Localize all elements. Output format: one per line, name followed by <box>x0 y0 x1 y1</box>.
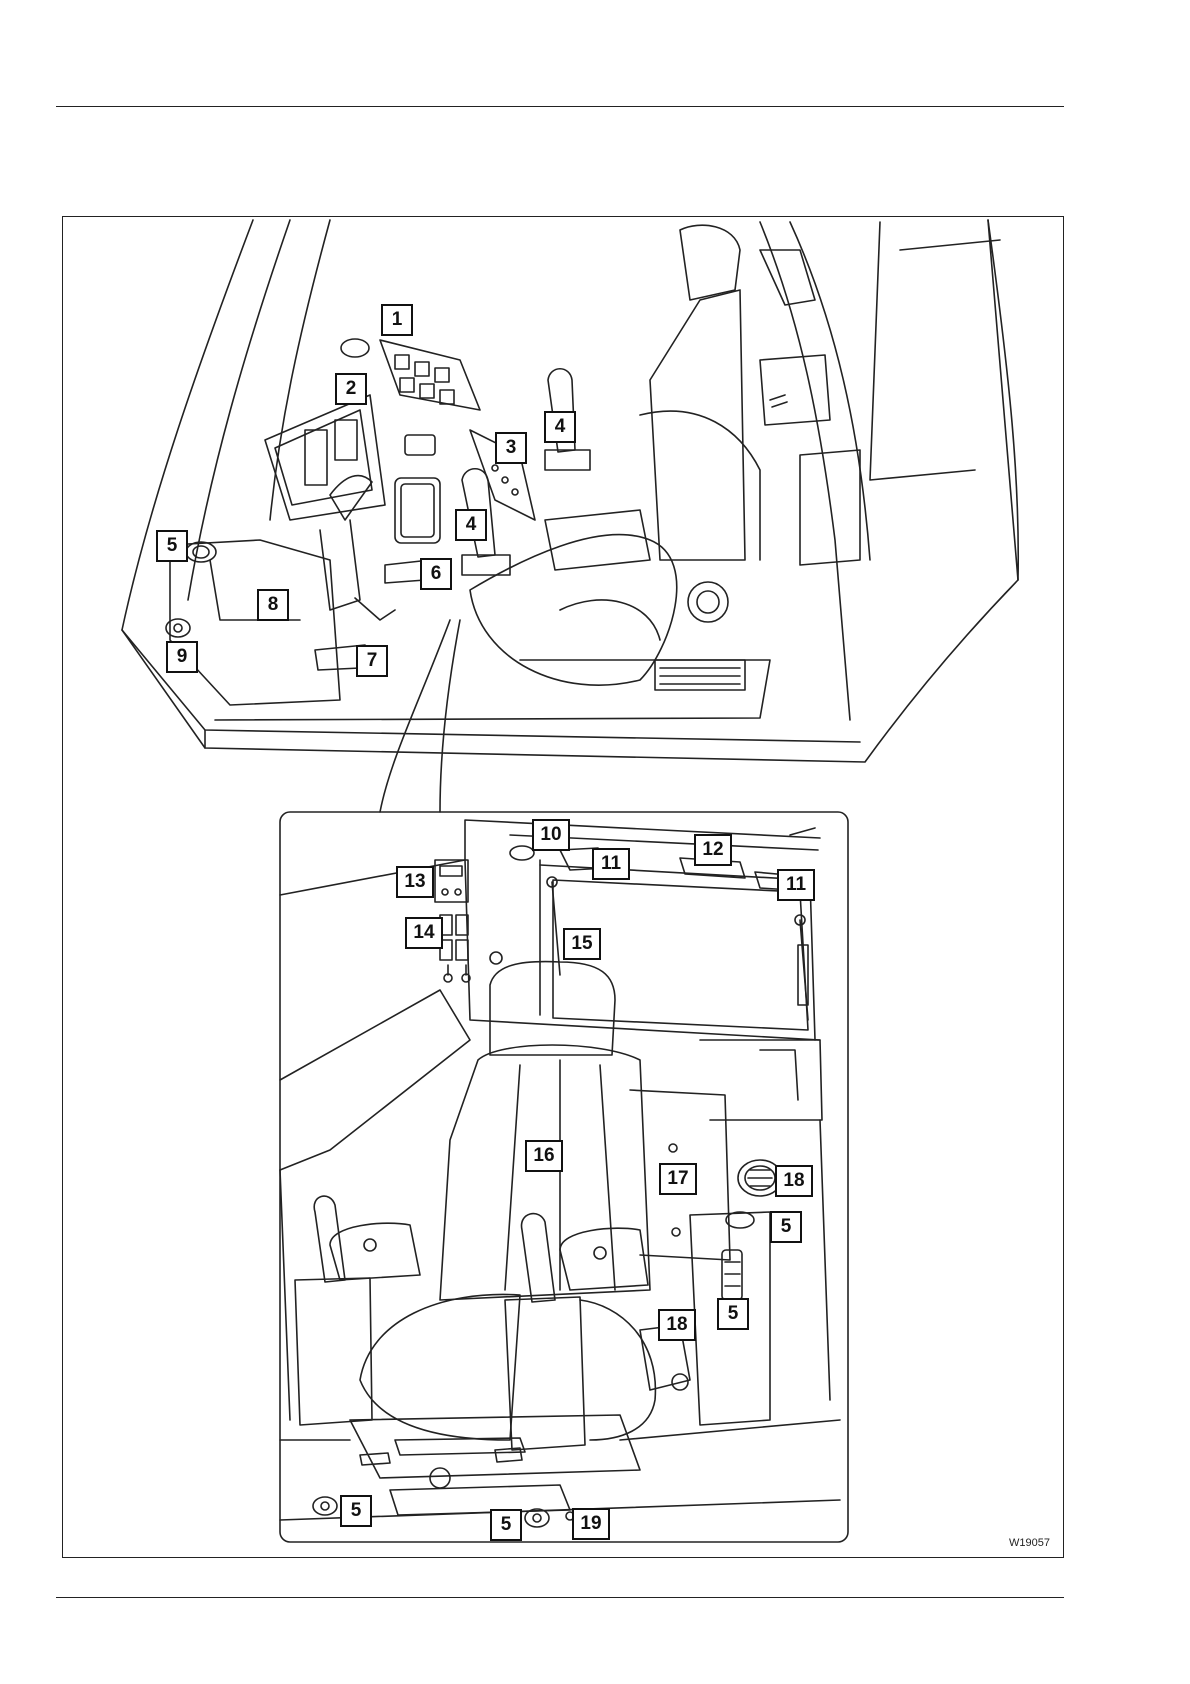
callout-11: 11 <box>592 848 630 880</box>
seat-detail-drawing <box>280 812 848 1542</box>
callout-5: 5 <box>340 1495 372 1527</box>
callout-5: 5 <box>156 530 188 562</box>
callout-5: 5 <box>770 1211 802 1243</box>
callout-2: 2 <box>335 373 367 405</box>
callout-15: 15 <box>563 928 601 960</box>
figure-id: W19057 <box>1009 1537 1050 1549</box>
callout-18: 18 <box>775 1165 813 1197</box>
callout-1: 1 <box>381 304 413 336</box>
callout-18: 18 <box>658 1309 696 1341</box>
callout-17: 17 <box>659 1163 697 1195</box>
detail-leader <box>380 620 450 812</box>
callout-4: 4 <box>455 509 487 541</box>
callout-19: 19 <box>572 1508 610 1540</box>
callout-7: 7 <box>356 645 388 677</box>
callout-14: 14 <box>405 917 443 949</box>
callout-11: 11 <box>777 869 815 901</box>
cab-overview-drawing <box>122 220 1018 762</box>
detail-leader <box>440 620 460 812</box>
callout-4: 4 <box>544 411 576 443</box>
callout-8: 8 <box>257 589 289 621</box>
callout-5: 5 <box>717 1298 749 1330</box>
callout-3: 3 <box>495 432 527 464</box>
callout-12: 12 <box>694 834 732 866</box>
callout-9: 9 <box>166 641 198 673</box>
callout-13: 13 <box>396 866 434 898</box>
callout-6: 6 <box>420 558 452 590</box>
callout-10: 10 <box>532 819 570 851</box>
callout-16: 16 <box>525 1140 563 1172</box>
callout-5: 5 <box>490 1509 522 1541</box>
